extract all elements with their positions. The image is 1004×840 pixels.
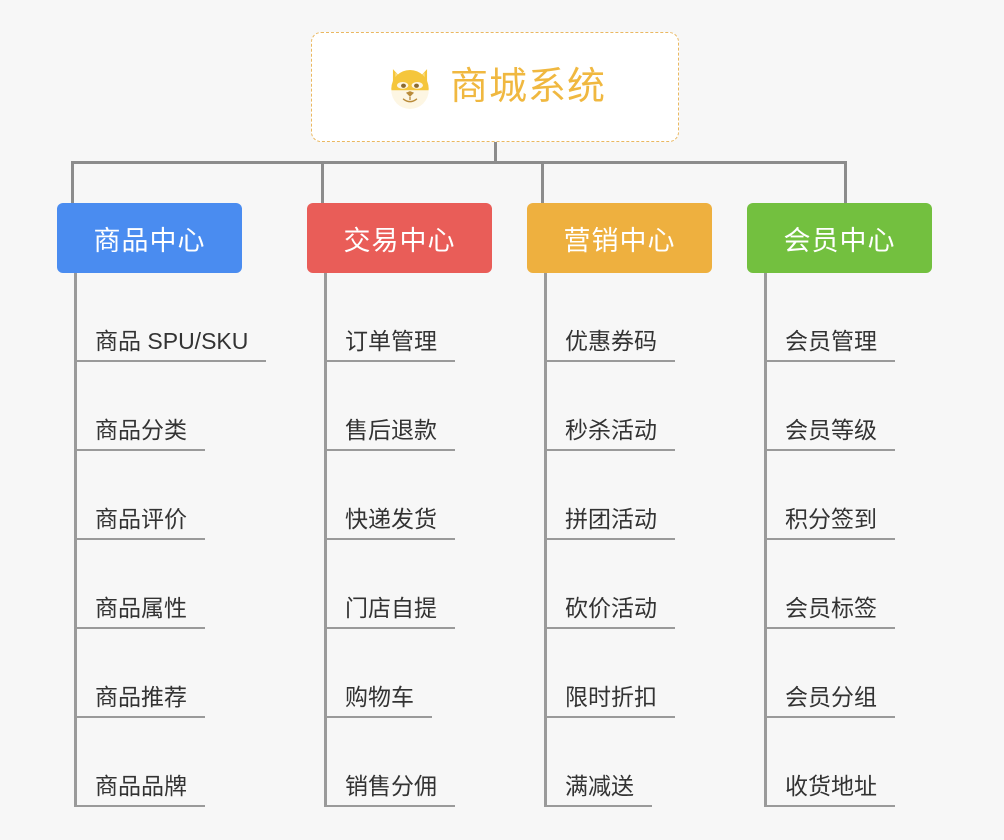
branch-trunk — [74, 273, 77, 807]
list-item[interactable]: 商品分类 — [74, 362, 266, 451]
list-item[interactable]: 满减送 — [544, 718, 675, 807]
list-item[interactable]: 收货地址 — [764, 718, 895, 807]
list-item[interactable]: 商品推荐 — [74, 629, 266, 718]
category-label: 交易中心 — [343, 225, 456, 256]
leaf-list: 会员管理 会员等级 积分签到 会员标签 会员分组 收货地址 — [764, 273, 895, 807]
list-item[interactable]: 订单管理 — [324, 273, 455, 362]
list-item[interactable]: 会员管理 — [764, 273, 895, 362]
leaf-label: 会员管理 — [767, 328, 895, 362]
list-item[interactable]: 拼团活动 — [544, 451, 675, 540]
leaf-label: 商品分类 — [77, 417, 205, 451]
list-item[interactable]: 砍价活动 — [544, 540, 675, 629]
branch-trunk — [764, 273, 767, 807]
shiba-dog-emoji — [384, 61, 436, 113]
leaf-label: 秒杀活动 — [547, 417, 675, 451]
leaf-label: 快递发货 — [327, 506, 455, 540]
leaf-label: 售后退款 — [327, 417, 455, 451]
category-box-member[interactable]: 会员中心 — [747, 203, 932, 273]
list-item[interactable]: 商品属性 — [74, 540, 266, 629]
connector-root-stem — [494, 142, 497, 164]
connector-drop-4 — [844, 161, 847, 205]
connector-drop-1 — [71, 161, 74, 205]
list-item[interactable]: 限时折扣 — [544, 629, 675, 718]
category-label: 会员中心 — [783, 225, 896, 256]
category-label: 营销中心 — [563, 225, 676, 256]
leaf-list: 订单管理 售后退款 快递发货 门店自提 购物车 销售分佣 — [324, 273, 455, 807]
root-title: 商城系统 — [449, 66, 606, 108]
list-item[interactable]: 售后退款 — [324, 362, 455, 451]
leaf-label: 商品品牌 — [77, 773, 205, 807]
root-node[interactable]: 商城系统 — [311, 32, 679, 142]
list-item[interactable]: 会员标签 — [764, 540, 895, 629]
branch-trunk — [544, 273, 547, 807]
list-item[interactable]: 优惠券码 — [544, 273, 675, 362]
leaf-label: 满减送 — [547, 773, 652, 807]
leaf-label: 商品推荐 — [77, 684, 205, 718]
list-item[interactable]: 商品品牌 — [74, 718, 266, 807]
leaf-label: 商品属性 — [77, 595, 205, 629]
connector-drop-2 — [321, 161, 324, 205]
leaf-label: 会员标签 — [767, 595, 895, 629]
leaf-label: 商品评价 — [77, 506, 205, 540]
list-item[interactable]: 商品 SPU/SKU — [74, 273, 267, 362]
branch-trunk — [324, 273, 327, 807]
leaf-label: 拼团活动 — [547, 506, 675, 540]
list-item[interactable]: 会员等级 — [764, 362, 895, 451]
leaf-label: 会员等级 — [767, 417, 895, 451]
list-item[interactable]: 会员分组 — [764, 629, 895, 718]
list-item[interactable]: 快递发货 — [324, 451, 455, 540]
leaf-label: 商品 SPU/SKU — [77, 328, 267, 362]
leaf-list: 商品 SPU/SKU 商品分类 商品评价 商品属性 商品推荐 商品品牌 — [74, 273, 267, 807]
category-label: 商品中心 — [93, 225, 206, 256]
leaf-label: 门店自提 — [327, 595, 455, 629]
category-box-marketing[interactable]: 营销中心 — [527, 203, 712, 273]
list-item[interactable]: 商品评价 — [74, 451, 266, 540]
leaf-label: 购物车 — [327, 684, 432, 718]
list-item[interactable]: 销售分佣 — [324, 718, 455, 807]
category-box-trade[interactable]: 交易中心 — [307, 203, 492, 273]
leaf-label: 优惠券码 — [547, 328, 675, 362]
leaf-list: 优惠券码 秒杀活动 拼团活动 砍价活动 限时折扣 满减送 — [544, 273, 675, 807]
leaf-label: 积分签到 — [767, 506, 895, 540]
list-item[interactable]: 门店自提 — [324, 540, 455, 629]
list-item[interactable]: 积分签到 — [764, 451, 895, 540]
leaf-label: 会员分组 — [767, 684, 895, 718]
list-item[interactable]: 购物车 — [324, 629, 455, 718]
connector-drop-3 — [541, 161, 544, 205]
connector-horizontal-bus — [71, 161, 847, 164]
leaf-label: 砍价活动 — [547, 595, 675, 629]
category-box-product[interactable]: 商品中心 — [57, 203, 242, 273]
leaf-label: 订单管理 — [327, 328, 455, 362]
leaf-label: 收货地址 — [767, 773, 895, 807]
leaf-label: 销售分佣 — [327, 773, 455, 807]
list-item[interactable]: 秒杀活动 — [544, 362, 675, 451]
leaf-label: 限时折扣 — [547, 684, 675, 718]
